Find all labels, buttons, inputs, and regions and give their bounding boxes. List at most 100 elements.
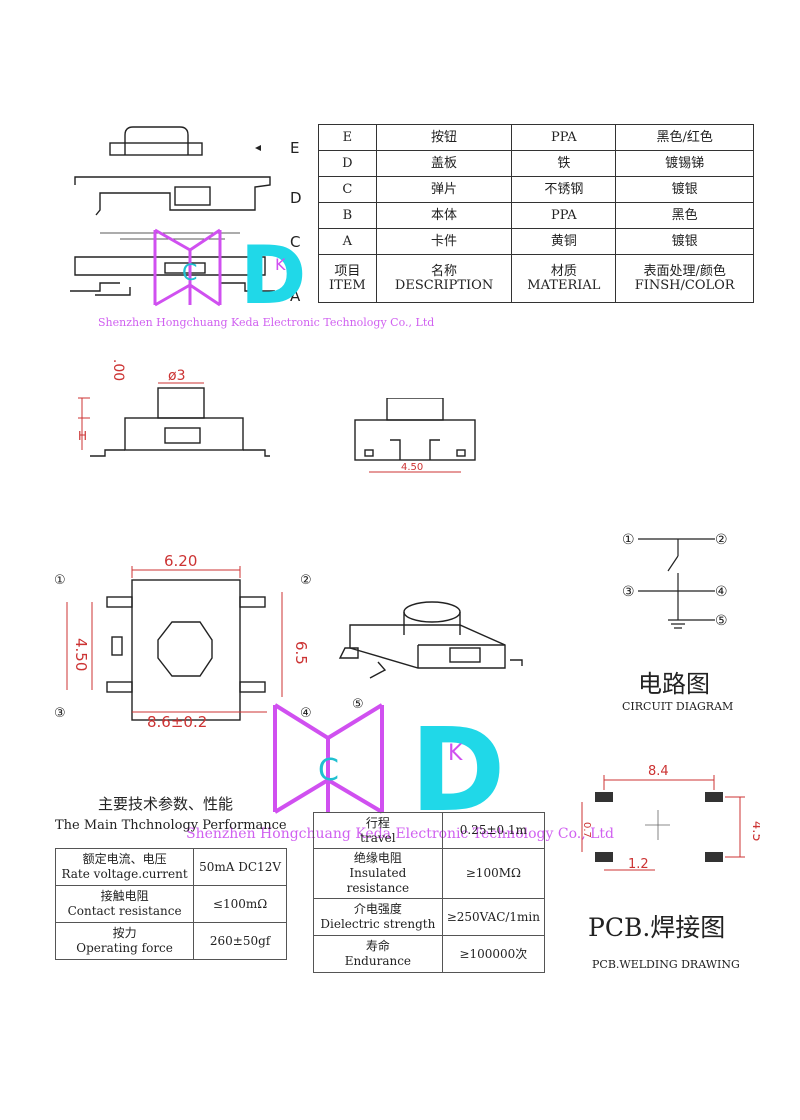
specs-title-cn: 主要技术参数、性能: [98, 795, 234, 813]
logo-letter: D: [240, 229, 306, 310]
dim-label: 4.50: [72, 638, 90, 671]
table-cell: 铁: [511, 150, 617, 177]
table-cell: 镀锡锑: [615, 150, 754, 177]
exploded-label: B: [290, 261, 300, 279]
dim-label: 6.20: [164, 552, 197, 570]
table-cell: 黄铜: [511, 228, 617, 255]
spec-value: ≥100000次: [441, 935, 546, 973]
spec-value: ≥250VAC/1min: [441, 898, 546, 936]
spec-value: 50mA DC12V: [193, 848, 287, 886]
table-cell: 本体: [375, 202, 513, 229]
pin-label: ③: [622, 584, 635, 600]
pin-label: ⑤: [352, 697, 364, 712]
pin-label: ①: [622, 532, 635, 548]
pin-label: ④: [715, 584, 728, 600]
pin-label: ③: [54, 706, 66, 721]
dim-label: 2.00: [110, 358, 126, 381]
spec-value: 260±50gf: [193, 922, 287, 960]
table-cell: B: [318, 202, 377, 229]
dim-label: ø3: [168, 368, 185, 384]
exploded-view: E D C B A: [70, 126, 302, 305]
logo-letter: C: [318, 753, 339, 788]
spec-value: ≥100MΩ: [441, 848, 546, 899]
exploded-label: E: [290, 139, 299, 157]
table-cell: 按钮: [375, 124, 513, 151]
pin-label: ①: [54, 573, 66, 588]
pin-label: ②: [300, 573, 312, 588]
watermark-logo: C D K: [153, 228, 306, 310]
table-cell: 不锈钢: [511, 176, 617, 203]
side-view: 2.00 H ø3: [78, 358, 270, 457]
logo-letter: D: [410, 704, 500, 818]
table-cell: PPA: [511, 124, 617, 151]
watermark-logo: C D K: [273, 703, 500, 818]
pcb-drawing: 8.4 4.5 1.2 0.7: [581, 764, 760, 872]
table-cell: A: [318, 228, 377, 255]
table-cell: 黑色/红色: [615, 124, 754, 151]
logo-letter: C: [182, 261, 197, 286]
watermark-company: Shenzhen Hongchuang Keda Electronic Tech…: [98, 316, 435, 329]
spec-value: 0.25±0.1m: [441, 812, 546, 849]
specs-title-en: The Main Thchnology Performance: [55, 818, 287, 833]
table-cell: E: [318, 124, 377, 151]
table-cell: PPA: [511, 202, 617, 229]
pcb-title-en: PCB.WELDING DRAWING: [592, 958, 740, 971]
pin-label: ⑤: [715, 613, 728, 629]
table-cell: C: [318, 176, 377, 203]
pin-label: ④: [300, 706, 312, 721]
dim-label: 6.5: [292, 641, 310, 665]
table-cell: 镀银: [615, 176, 754, 203]
dim-label: 0.7: [581, 822, 592, 838]
dim-label: 1.2: [628, 857, 649, 872]
logo-letter: K: [448, 741, 463, 766]
dim-label: 8.6±0.2: [147, 713, 207, 731]
dim-label: H: [78, 429, 87, 443]
front-view: 4.50: [354, 398, 476, 473]
table-cell: 镀银: [615, 228, 754, 255]
dim-label: 4.50: [401, 462, 423, 473]
table-cell: 盖板: [375, 150, 513, 177]
circuit-title-cn: 电路图: [638, 670, 710, 698]
top-view: 6.20 8.6±0.2 6.5 4.50 ① ② ③ ④: [54, 552, 312, 731]
dim-label: 4.5: [749, 821, 760, 842]
exploded-label: C: [290, 233, 300, 251]
table-cell: D: [318, 150, 377, 177]
table-cell: 弹片: [375, 176, 513, 203]
table-cell: 黑色: [615, 202, 754, 229]
exploded-label: A: [290, 287, 301, 305]
pcb-title-cn: PCB.焊接图: [588, 913, 726, 942]
spec-value: ≤100mΩ: [193, 885, 287, 923]
circuit-diagram: ① ② ③ ④ ⑤: [622, 532, 728, 629]
circuit-title-en: CIRCUIT DIAGRAM: [622, 700, 734, 713]
exploded-label: D: [290, 189, 302, 207]
logo-letter: K: [275, 255, 286, 274]
table-cell: 卡件: [375, 228, 513, 255]
dim-label: 8.4: [648, 764, 669, 779]
